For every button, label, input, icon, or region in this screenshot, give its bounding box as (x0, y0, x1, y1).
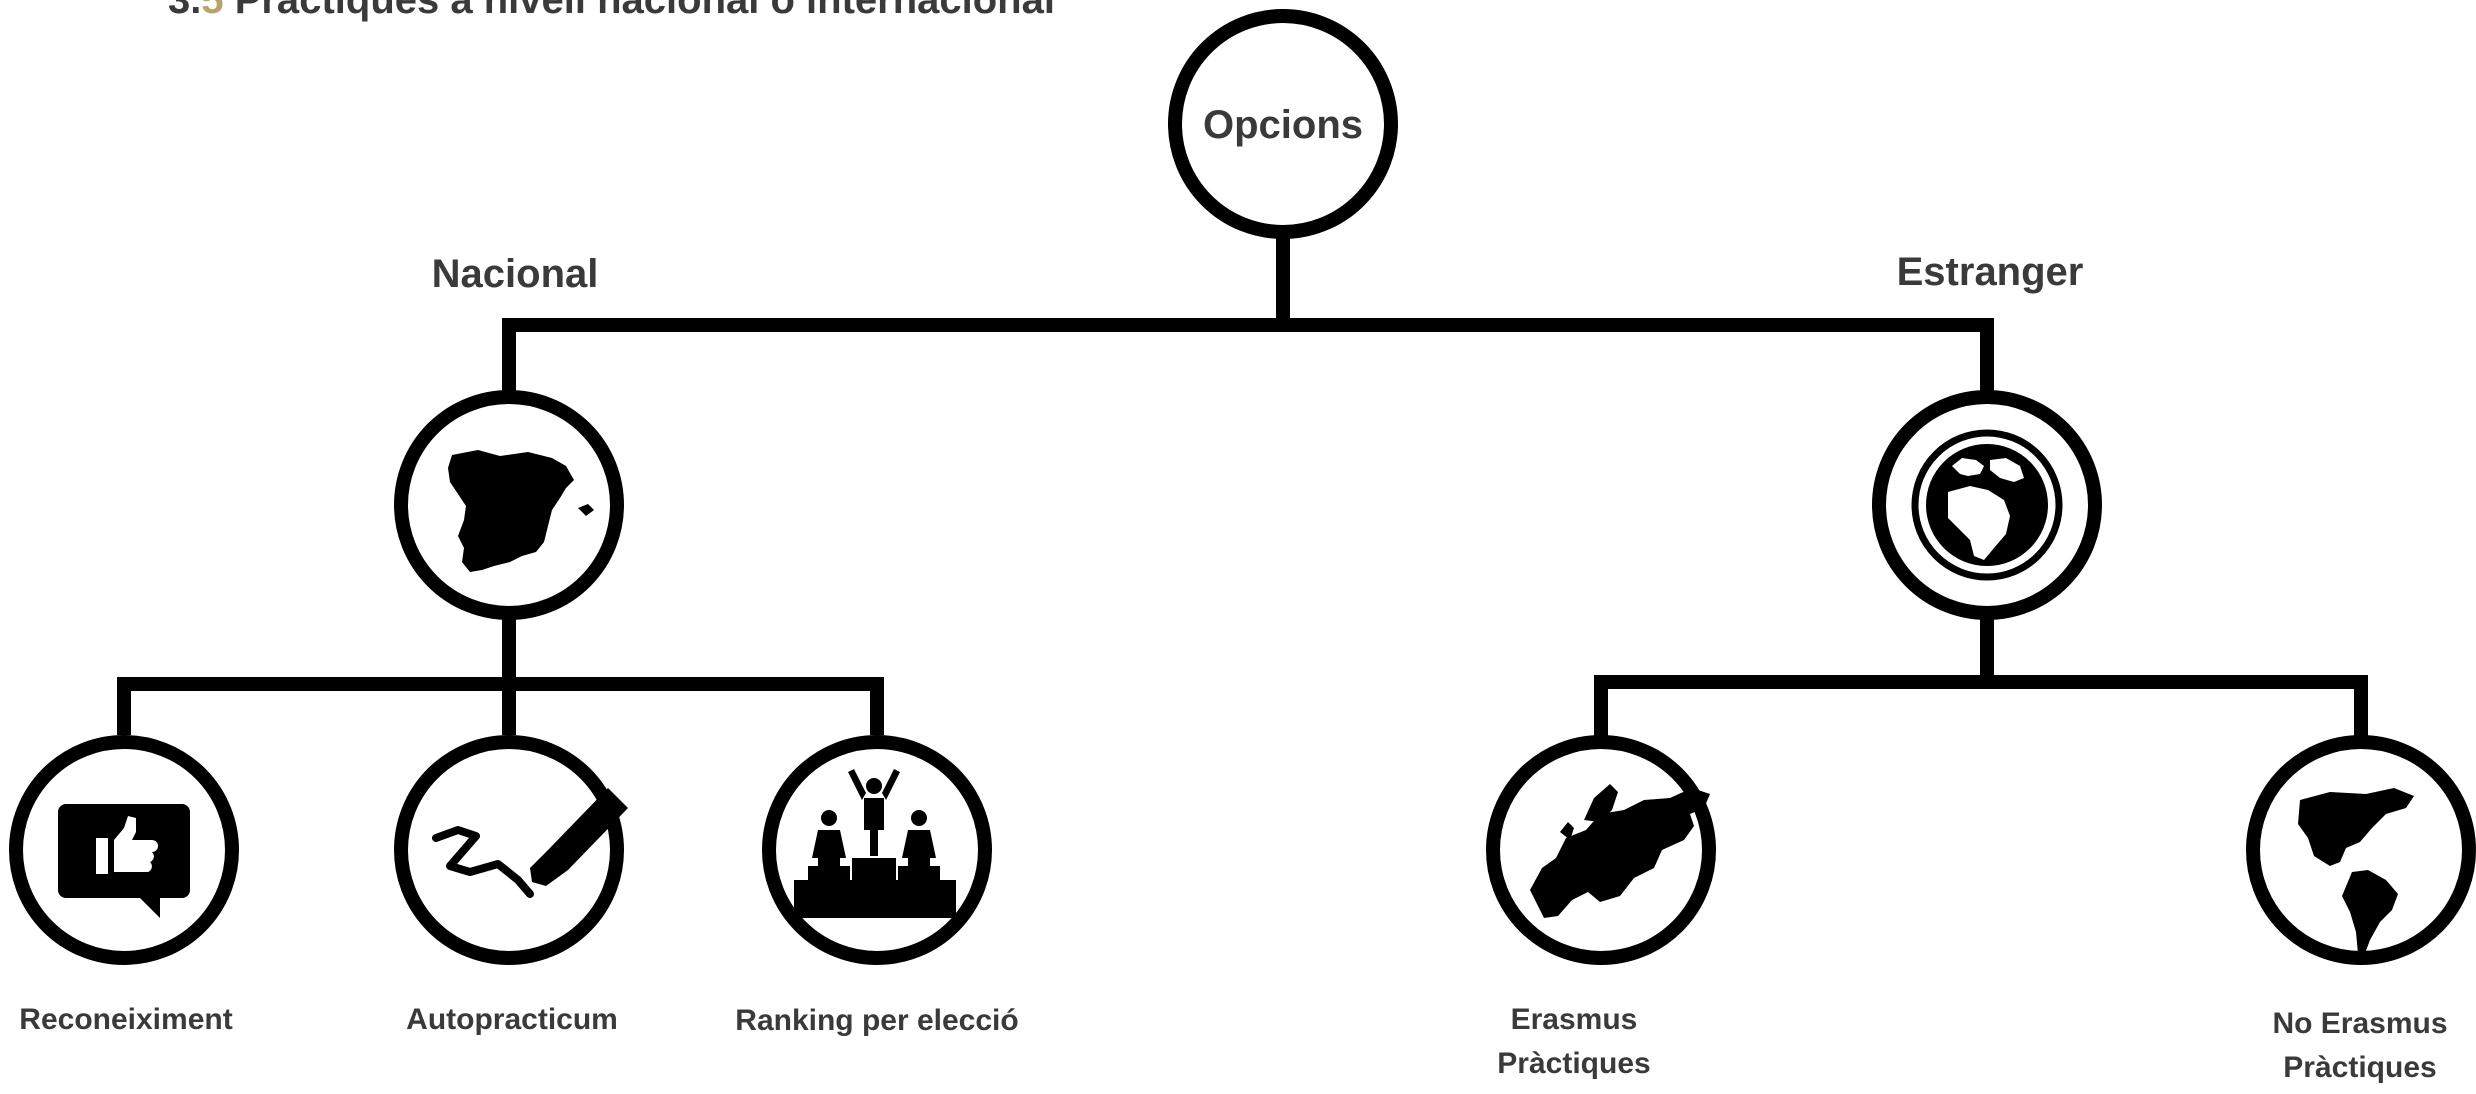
podium-third-block (898, 866, 940, 882)
child-label-erasmus-line2: Pràctiques (1497, 1047, 1650, 1080)
section-heading: 3.5 Pràctiques a nivell nacional o inter… (168, 0, 1055, 23)
child-label-ranking: Ranking per elecció (735, 1004, 1018, 1037)
no-erasmus-circle (2246, 735, 2476, 965)
second-place-body (812, 830, 846, 866)
podium-second-block (808, 866, 850, 882)
estranger-node (1872, 390, 2102, 620)
child-label-reconeiximent: Reconeiximent (19, 1003, 232, 1036)
globe-land-highlight (1948, 458, 2024, 560)
section-number: 3. (168, 0, 202, 22)
reconeiximent-node (9, 735, 239, 965)
podium-winners-icon (794, 769, 956, 918)
section-title: Pràctiques a nivell nacional o internaci… (223, 0, 1055, 22)
branch-label-nacional: Nacional (432, 252, 599, 296)
thumb-shape (96, 816, 158, 874)
europe-map-icon (1530, 788, 1710, 918)
tree-connectors (117, 235, 2368, 740)
pen-signature-icon (530, 788, 628, 886)
autopracticum-circle (394, 735, 624, 965)
branch-label-estranger: Estranger (1897, 250, 2084, 294)
south-america-shape (2342, 870, 2398, 956)
section-number-accent: 5 (201, 0, 224, 22)
erasmus-node (1486, 735, 1716, 965)
root-node: Opcions (1168, 9, 1398, 239)
first-place-head (866, 778, 882, 794)
autopracticum-node (394, 735, 628, 965)
root-label: Opcions (1203, 103, 1363, 147)
americas-map-icon (2298, 788, 2414, 866)
child-label-erasmus-line1: Erasmus (1511, 1003, 1638, 1036)
spain-map-icon (448, 450, 574, 572)
british-isles-shape (1560, 822, 1574, 840)
no-erasmus-node (2246, 735, 2476, 965)
nacional-node (394, 390, 624, 620)
child-label-no-erasmus-line1: No Erasmus (2272, 1007, 2447, 1040)
signature-stroke (432, 826, 534, 898)
podium-base (794, 880, 956, 918)
third-place-body (902, 830, 936, 866)
child-label-no-erasmus-line2: Pràctiques (2283, 1051, 2436, 1084)
child-label-autopracticum: Autopracticum (406, 1003, 618, 1036)
second-place-head (821, 810, 837, 826)
third-place-head (911, 810, 927, 826)
ranking-node (762, 735, 992, 965)
balearic-islands-icon (578, 504, 594, 516)
podium-first-block (852, 858, 896, 882)
root-circle (1168, 9, 1398, 239)
first-place-body (848, 769, 900, 856)
scandinavia-shape (1584, 784, 1618, 822)
